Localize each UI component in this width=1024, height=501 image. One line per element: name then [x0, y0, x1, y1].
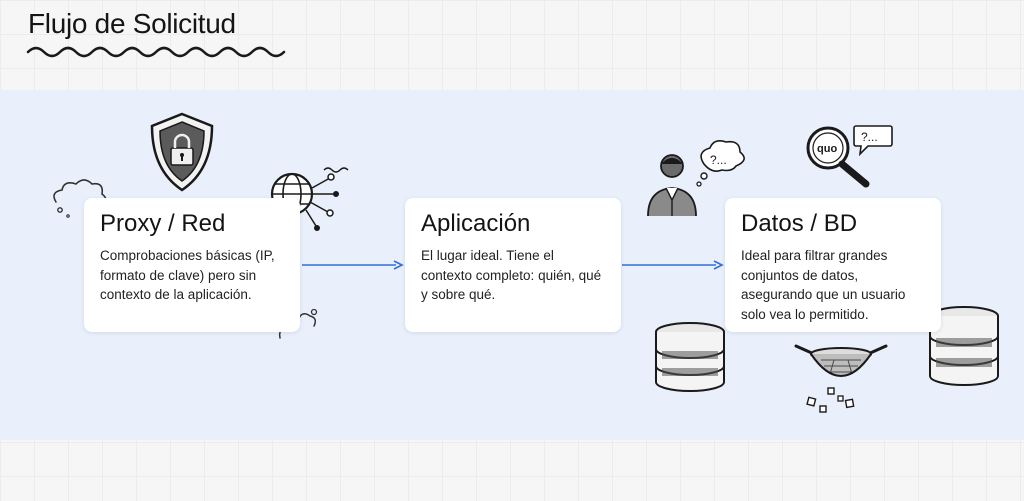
arrow-proxy-to-app [302, 260, 404, 270]
sieve-icon [794, 344, 888, 413]
user-icon [647, 154, 697, 217]
title-underline [26, 46, 286, 58]
step-title: Proxy / Red [100, 210, 226, 237]
thought-bubble-icon: ?... [696, 140, 745, 187]
step-description: Comprobaciones básicas (IP, formato de c… [100, 248, 275, 302]
step-card-data: Datos / BD Ideal para filtrar grandes co… [725, 198, 941, 332]
magnifier-icon: quo [806, 126, 870, 188]
arrow-app-to-data [622, 260, 724, 270]
speech-bubble-icon: ?... [853, 125, 893, 156]
shield-lock-icon [150, 112, 214, 192]
database-icon [655, 322, 725, 392]
magnifier-text: quo [817, 143, 837, 155]
speech-bubble-text: ?... [861, 130, 878, 144]
step-card-application: Aplicación El lugar ideal. Tiene el cont… [405, 198, 621, 332]
diagram-title: Flujo de Solicitud [28, 8, 236, 39]
database-icon-right [929, 306, 999, 386]
step-title: Aplicación [421, 210, 531, 237]
step-description: El lugar ideal. Tiene el contexto comple… [421, 248, 602, 302]
step-title: Datos / BD [741, 210, 858, 237]
thought-bubble-text: ?... [710, 153, 727, 167]
step-description: Ideal para filtrar grandes conjuntos de … [741, 248, 906, 322]
cloud-icon [53, 179, 107, 218]
step-card-proxy: Proxy / Red Comprobaciones básicas (IP, … [84, 198, 300, 332]
